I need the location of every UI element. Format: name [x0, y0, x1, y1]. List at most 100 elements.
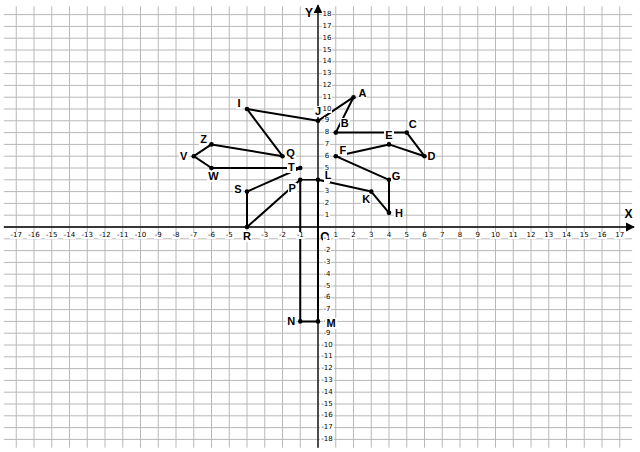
axis-tick: 16	[322, 35, 333, 42]
point-dot	[316, 119, 321, 124]
axis-tick: 14	[322, 58, 333, 65]
point-label: A	[358, 88, 368, 99]
axis-tick: 12	[322, 82, 333, 89]
axis-tick: 1	[333, 232, 339, 239]
axis-tick: -1	[323, 235, 332, 242]
point-dot	[387, 142, 392, 147]
axis-tick: -11	[116, 232, 129, 239]
axis-tick: 7	[324, 141, 330, 148]
axis-tick: -18	[320, 436, 333, 443]
axis-label: Y	[305, 7, 313, 19]
axis-tick: 13	[322, 70, 333, 77]
point-label: C	[408, 119, 418, 130]
axis-tick: 14	[561, 232, 572, 239]
point-label: D	[427, 151, 437, 162]
axis-tick: 11	[508, 232, 519, 239]
axis-tick: 15	[579, 232, 590, 239]
axis-tick: -13	[81, 232, 94, 239]
axis-tick: 4	[386, 232, 392, 239]
point-dot	[298, 319, 303, 324]
axis-tick: -11	[320, 353, 333, 360]
axis-tick: -15	[45, 232, 58, 239]
point-label: I	[236, 98, 241, 109]
axis-tick: -1	[296, 232, 305, 239]
point-label: E	[384, 130, 393, 141]
point-dot	[245, 107, 250, 112]
axis-tick: -16	[320, 412, 333, 419]
point-label: Q	[285, 148, 296, 159]
axis-tick: -9	[323, 330, 332, 337]
point-label: K	[361, 194, 371, 205]
point-label: N	[286, 316, 296, 327]
axis-tick: -14	[63, 232, 76, 239]
point-dot	[351, 95, 356, 100]
point-label: W	[207, 171, 219, 182]
axis-tick: -5	[225, 232, 234, 239]
point-label: H	[394, 208, 404, 219]
point-dot	[298, 178, 303, 183]
axis-tick: 10	[322, 106, 333, 113]
point-dot	[245, 225, 250, 230]
axis-tick: -5	[323, 283, 332, 290]
axis-tick: 12	[526, 232, 537, 239]
axis-tick: -2	[278, 232, 287, 239]
axis-tick: -17	[10, 232, 23, 239]
axis-tick: 17	[322, 23, 333, 30]
axis-tick: -9	[154, 232, 163, 239]
axis-tick: 5	[404, 232, 410, 239]
point-dot	[191, 154, 196, 159]
axis-label: X	[624, 208, 632, 220]
axis-tick: -12	[98, 232, 111, 239]
axis-tick: 7	[439, 232, 445, 239]
point-dot	[298, 166, 303, 171]
axis-tick: -6	[323, 294, 332, 301]
axis-tick: -10	[134, 232, 147, 239]
point-dot	[333, 130, 338, 135]
tree-figure	[194, 97, 425, 321]
axis-tick: 3	[368, 232, 374, 239]
axis-tick: -12	[320, 365, 333, 372]
axis-tick: -6	[207, 232, 216, 239]
point-dot	[333, 154, 338, 159]
axis-tick: 13	[543, 232, 554, 239]
axis-tick: 2	[324, 200, 330, 207]
point-dot	[387, 211, 392, 216]
axis-tick: 3	[324, 188, 330, 195]
axis-tick: -8	[172, 232, 181, 239]
axis-tick: 16	[597, 232, 608, 239]
point-dot	[316, 178, 321, 183]
axis-tick: 6	[324, 153, 330, 160]
point-label: R	[242, 231, 252, 242]
point-dot	[280, 154, 285, 159]
point-dot	[209, 142, 214, 147]
trunk-top	[300, 179, 318, 181]
axis-tick: -2	[323, 247, 332, 254]
point-label: P	[288, 183, 297, 194]
axis-tick: 1	[324, 212, 330, 219]
axis-tick: 17	[614, 232, 625, 239]
point-label: G	[391, 171, 402, 182]
point-label: V	[179, 151, 188, 162]
point-label: L	[324, 170, 333, 181]
axis-tick: 9	[324, 117, 330, 124]
axis-tick: 10	[490, 232, 501, 239]
axis-tick: -4	[323, 271, 332, 278]
axis-tick: 2	[350, 232, 356, 239]
axis-tick: -13	[320, 377, 333, 384]
axis-tick: 6	[421, 232, 427, 239]
axis-tick: -3	[260, 232, 269, 239]
point-label: B	[340, 118, 350, 129]
axis-tick: 9	[475, 232, 481, 239]
point-label: F	[338, 145, 347, 156]
axis-tick: 11	[322, 94, 333, 101]
point-label: S	[233, 184, 242, 195]
axis-tick: -15	[320, 401, 333, 408]
axis-tick: -7	[189, 232, 198, 239]
axis-tick: 18	[322, 11, 333, 18]
axis-tick: -10	[320, 342, 333, 349]
point-dot	[404, 130, 409, 135]
axis-tick: -14	[320, 389, 333, 396]
